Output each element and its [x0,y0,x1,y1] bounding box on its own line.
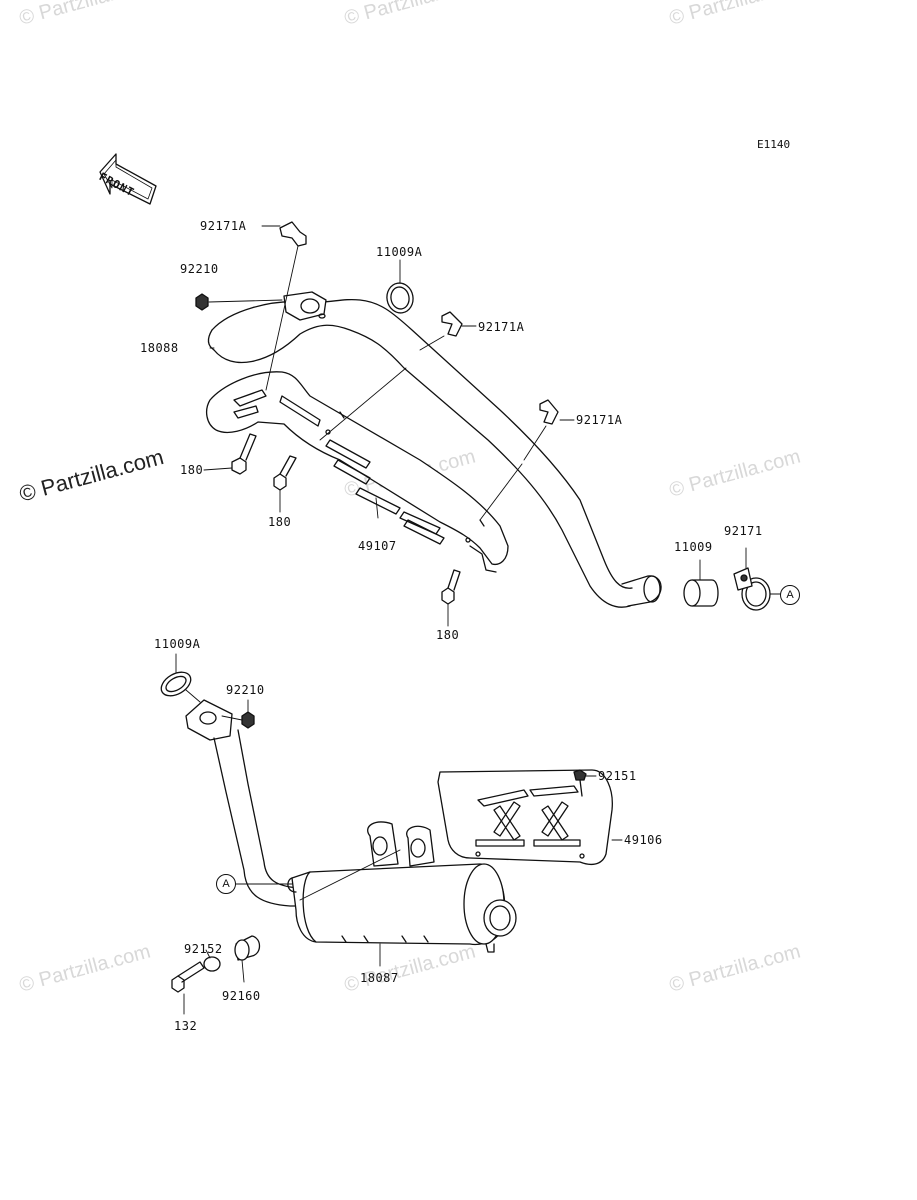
bracket-92171a-top [279,221,307,247]
part-label-92160[interactable]: 92160 [222,989,261,1003]
gasket-11009a-lower [160,671,192,697]
part-label-180[interactable]: 180 [268,515,292,529]
header-pipe-18088 [207,291,662,608]
damper-92160 [234,935,261,961]
part-label-18088[interactable]: 18088 [140,341,179,355]
part-label-180[interactable]: 180 [436,628,460,642]
part-label-18087[interactable]: 18087 [360,971,399,985]
bolt-132 [171,961,205,993]
part-label-49107[interactable]: 49107 [358,539,397,553]
part-label-92152[interactable]: 92152 [184,942,223,956]
bolt-180-mid [273,455,297,491]
nut-92210-top [195,293,209,311]
bolt-180-left [231,433,257,475]
part-label-92171a[interactable]: 92171A [576,413,623,427]
muffler-18087 [185,699,517,953]
clamp-92171 [733,567,771,611]
screw-92151 [573,769,587,797]
heat-guard-49107 [205,371,509,573]
callout-a-upper: A [780,585,800,605]
part-label-180[interactable]: 180 [180,463,204,477]
washer-92152 [203,956,221,972]
part-label-132[interactable]: 132 [174,1019,198,1033]
part-label-92151[interactable]: 92151 [598,769,637,783]
callout-a-lower: A [216,874,236,894]
nut-92210-lower [241,711,255,729]
part-label-49106[interactable]: 49106 [624,833,663,847]
gasket-11009a-top [386,282,414,314]
part-label-11009[interactable]: 11009 [674,540,713,554]
diagram-reference: E1140 [757,138,791,151]
part-label-11009a[interactable]: 11009A [376,245,423,259]
part-label-11009a[interactable]: 11009A [154,637,201,651]
bracket-92171a-mid [441,311,463,337]
heat-shield-49106 [437,769,613,866]
part-label-92171[interactable]: 92171 [724,524,763,538]
leader-lines-upper [203,225,781,627]
front-arrow-icon [99,153,157,205]
part-label-92210[interactable]: 92210 [180,262,219,276]
part-label-92171a[interactable]: 92171A [200,219,247,233]
leader-lines-lower [175,653,623,1015]
sleeve-11009 [683,579,719,607]
bracket-92171a-right [539,399,559,425]
bolt-180-bottom [441,569,461,605]
part-label-92171a[interactable]: 92171A [478,320,525,334]
part-label-92210[interactable]: 92210 [226,683,265,697]
